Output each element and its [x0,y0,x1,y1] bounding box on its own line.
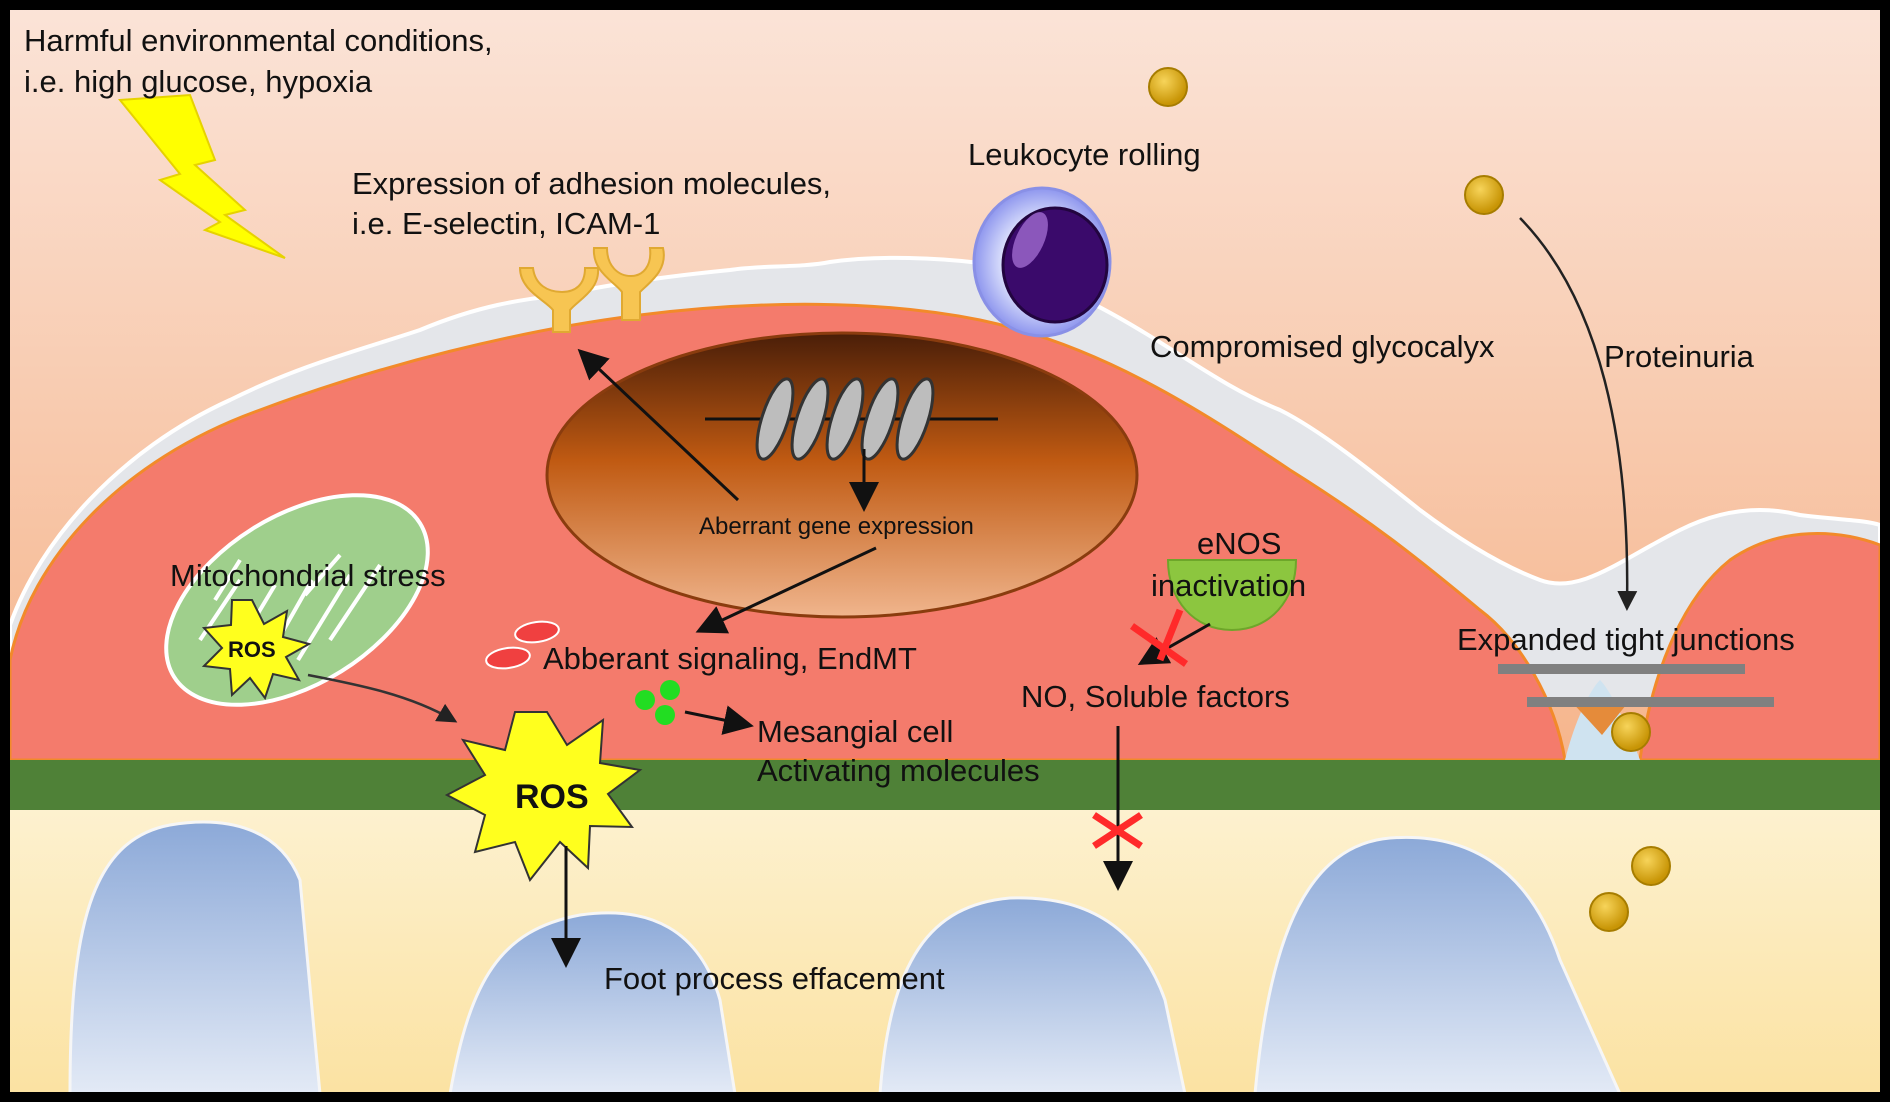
adhesion-label-line2: i.e. E-selectin, ICAM-1 [352,206,660,241]
enos-icon [1166,559,1298,632]
harmful-conditions-label-line1: Harmful environmental conditions, [24,23,493,58]
adhesion-molecule-icon [592,247,665,321]
foot-processes [68,820,1623,1096]
protein-particle-icon [1611,712,1651,752]
glycocalyx-label: Compromised glycocalyx [1150,329,1495,364]
mesangial-molecules [635,680,680,725]
arrow-mito-to-ros [307,673,458,723]
foot-process-label: Foot process effacement [604,961,945,996]
ros-burst-icon [444,711,643,882]
inhibition-x-icon [1092,812,1143,849]
no-factors-label: NO, Soluble factors [1021,679,1290,714]
enos-label-line2: inactivation [1151,568,1306,603]
arrow-mesangial [684,705,754,735]
ros-burst-icon [201,599,312,701]
arrow-proteinuria [1519,217,1638,611]
leukocyte-icon [972,186,1112,338]
nucleus-icon [545,331,1139,619]
foot-process [1253,835,1623,1096]
signaling-molecules [485,620,560,670]
enos-label-line1: eNOS [1197,526,1281,561]
chromatin-icon [705,377,998,461]
leukocyte-rolling-label: Leukocyte rolling [968,137,1201,172]
mesangial-label-line2: Activating molecules [757,753,1040,788]
pathway-arrows [307,217,1638,968]
arrow-gene-to-signaling [695,546,877,634]
protein-particles [1148,67,1671,932]
mitochondrial-stress-label: Mitochondrial stress [170,558,446,593]
junction-wedge [1570,700,1630,735]
adhesion-label-line1: Expression of adhesion molecules, [352,166,831,201]
proteinuria-label: Proteinuria [1604,339,1755,374]
foot-process [878,896,1187,1096]
tight-junctions-label: Expanded tight junctions [1457,622,1795,657]
arrow-enos-to-no [1137,622,1211,665]
protein-particle-icon [1464,175,1504,215]
harmful-conditions-label-line2: i.e. high glucose, hypoxia [24,64,373,99]
ros-small-label: ROS [228,637,276,662]
mesangial-label-line1: Mesangial cell [757,714,953,749]
foot-process [448,911,737,1096]
basement-membrane [10,760,1880,810]
foot-process [68,820,322,1096]
gene-expression-label: Aberrant gene expression [699,513,974,540]
protein-particle-icon [1631,846,1671,886]
arrow-gene-to-adhesion [577,348,740,502]
signaling-label: Abberant signaling, EndMT [543,641,917,676]
ros-large-label: ROS [515,778,589,816]
inhibition-x-icon [1129,608,1189,667]
protein-particle-icon [1589,892,1629,932]
tight-junction-bar [1498,664,1745,674]
tight-junction-bar [1527,697,1774,707]
protein-particle-icon [1148,67,1188,107]
lightning-bolt-icon [118,93,286,259]
